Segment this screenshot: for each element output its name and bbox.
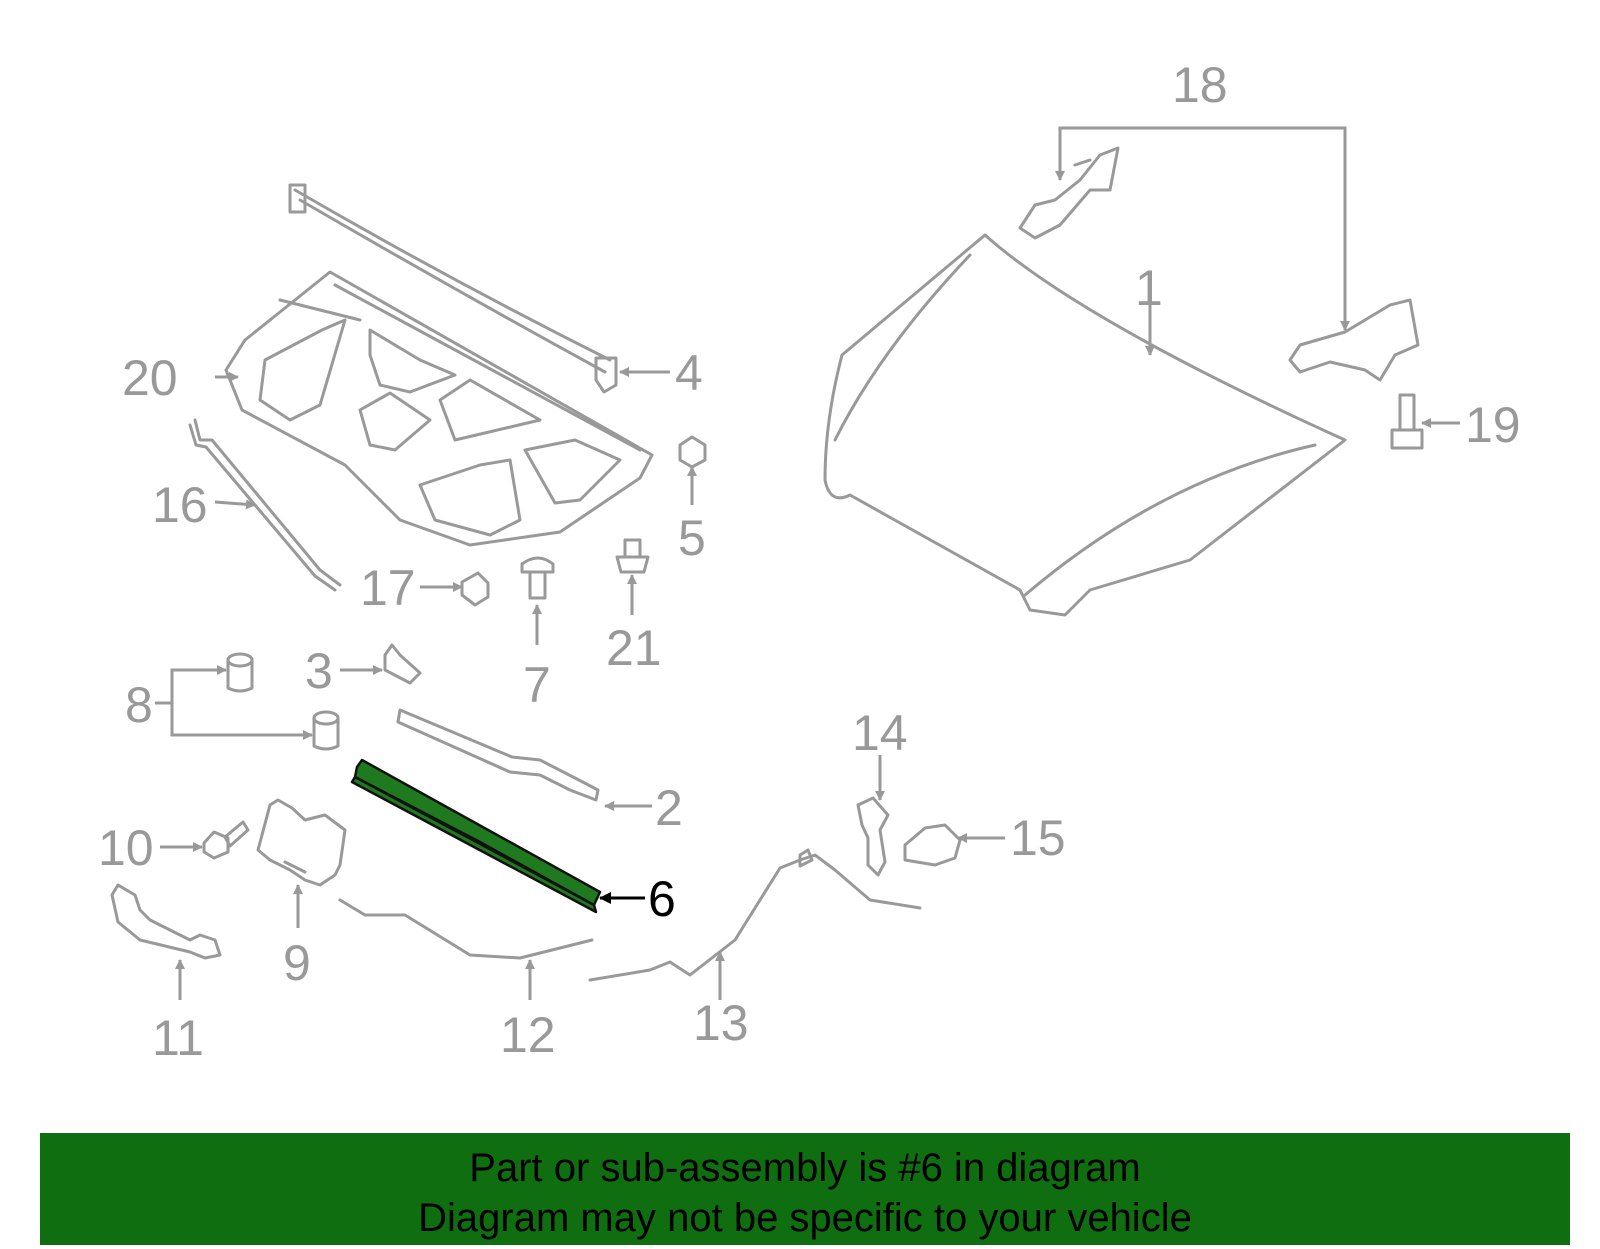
- callout-19: 19: [1465, 397, 1521, 453]
- release-cable: [588, 848, 922, 982]
- support-rod: [338, 898, 594, 960]
- latch-handle: [110, 883, 222, 960]
- hood-seal: [288, 183, 618, 394]
- callout-14: 14: [852, 705, 908, 761]
- callout-labels: 1 2 3 4 5 6 7 8 9 10 11 12 13 14 15 16 1…: [98, 57, 1521, 1066]
- callout-16: 16: [152, 477, 208, 533]
- seal-2: [396, 708, 600, 802]
- callout-1: 1: [1135, 260, 1163, 316]
- callout-2: 2: [655, 780, 683, 836]
- parts-diagram: 1 2 3 4 5 6 7 8 9 10 11 12 13 14 15 16 1…: [98, 57, 1521, 1066]
- clip-5: [678, 435, 707, 469]
- callout-9: 9: [283, 935, 311, 991]
- hinge-bolt: [1390, 393, 1424, 450]
- bolt-21: [615, 538, 650, 574]
- callout-3: 3: [305, 643, 333, 699]
- callout-4: 4: [675, 345, 703, 401]
- callout-6: 6: [648, 871, 676, 927]
- hood-lock: [256, 798, 347, 887]
- callout-11: 11: [152, 1010, 204, 1066]
- callout-12: 12: [500, 1007, 556, 1063]
- callout-18: 18: [1172, 57, 1228, 113]
- callout-21: 21: [606, 620, 662, 676]
- banner-line-2: Diagram may not be specific to your vehi…: [418, 1196, 1192, 1240]
- hood-panel: [823, 233, 1347, 617]
- callout-15: 15: [1010, 810, 1066, 866]
- hood-bumper-lower: [312, 710, 340, 751]
- callout-8: 8: [125, 677, 153, 733]
- push-clip: [520, 556, 555, 600]
- bracket-3: [383, 643, 422, 685]
- hood-insulator: [224, 270, 654, 547]
- hood-hinge-right: [1288, 298, 1420, 382]
- callout-5: 5: [678, 510, 706, 566]
- prop-rod: [188, 418, 342, 592]
- callout-17: 17: [360, 560, 416, 616]
- hood-hinge-left: [1018, 146, 1120, 240]
- callout-10: 10: [98, 820, 154, 876]
- bolt-10: [202, 820, 250, 860]
- callout-7: 7: [523, 657, 551, 713]
- info-banner: Part or sub-assembly is #6 in diagram Di…: [40, 1133, 1570, 1245]
- highlighted-part-6: [350, 758, 602, 914]
- leader-lines: [155, 126, 1460, 1000]
- callout-13: 13: [693, 995, 749, 1051]
- hood-bumper-upper: [226, 652, 254, 693]
- banner-line-1: Part or sub-assembly is #6 in diagram: [469, 1146, 1141, 1190]
- cable-bracket: [856, 796, 890, 877]
- grommet: [903, 823, 962, 867]
- callout-20: 20: [122, 350, 178, 406]
- clip-17: [460, 571, 490, 607]
